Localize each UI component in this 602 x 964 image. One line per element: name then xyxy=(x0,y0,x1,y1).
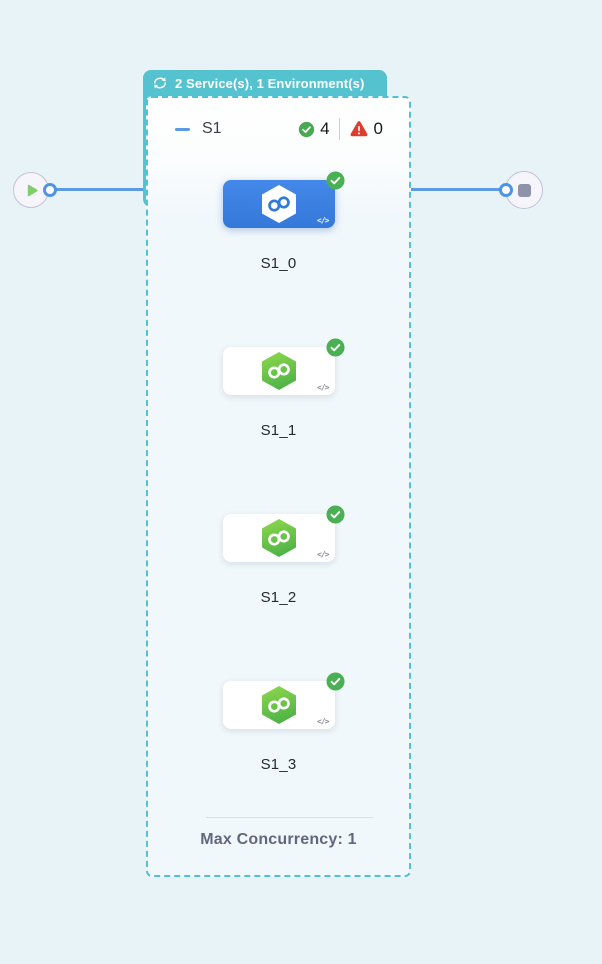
service-node-card[interactable]: </> xyxy=(222,672,345,729)
services-environments-badge[interactable]: 2 Service(s), 1 Environment(s) xyxy=(143,70,387,96)
success-check-icon xyxy=(298,121,315,137)
stop-icon xyxy=(517,183,531,197)
code-icon: </> xyxy=(317,383,329,392)
collapse-minus-icon[interactable] xyxy=(175,127,190,131)
service-hexagon-icon xyxy=(261,686,296,724)
success-check-badge-icon xyxy=(325,672,345,691)
stage-name: S1 xyxy=(202,120,222,137)
code-icon: </> xyxy=(317,717,329,726)
service-node-label: S1_1 xyxy=(260,422,297,439)
stage-matrix-container[interactable]: S1 4 0 xyxy=(146,96,411,877)
service-node-label: S1_0 xyxy=(260,255,297,272)
service-node-group: </> S1_0 xyxy=(148,171,409,272)
loop-icon xyxy=(153,77,167,89)
success-check-badge-icon xyxy=(325,171,345,190)
service-hexagon-icon xyxy=(261,519,296,557)
service-node-card[interactable]: </> xyxy=(222,505,345,562)
max-concurrency-label: Max Concurrency: 1 xyxy=(200,831,357,848)
service-node-card[interactable]: </> xyxy=(222,171,345,228)
service-node-label: S1_3 xyxy=(260,756,297,773)
end-connector-port[interactable] xyxy=(499,183,513,197)
success-count: 4 xyxy=(320,119,330,138)
error-warning-icon xyxy=(350,121,368,137)
edge-stage-to-end xyxy=(411,188,500,191)
success-check-badge-icon xyxy=(325,505,345,524)
service-node-card[interactable]: </> xyxy=(222,338,345,395)
error-count: 0 xyxy=(373,119,383,138)
success-check-badge-icon xyxy=(325,338,345,357)
service-node-group: </> S1_2 xyxy=(148,505,409,606)
service-hexagon-icon xyxy=(261,352,296,390)
count-divider xyxy=(338,118,340,140)
play-icon xyxy=(27,184,38,196)
badge-label: 2 Service(s), 1 Environment(s) xyxy=(175,75,365,91)
edge-start-to-stage xyxy=(54,188,146,191)
service-node-label: S1_2 xyxy=(260,589,297,606)
service-hexagon-icon xyxy=(261,185,296,223)
code-icon: </> xyxy=(317,216,329,225)
status-counts: 4 0 xyxy=(298,118,383,140)
start-connector-port[interactable] xyxy=(43,183,57,197)
code-icon: </> xyxy=(317,550,329,559)
service-node-group: </> S1_1 xyxy=(148,338,409,439)
service-node-group: </> S1_3 xyxy=(148,672,409,773)
footer-divider xyxy=(206,817,373,818)
stage-header-row: S1 4 0 xyxy=(175,111,383,147)
